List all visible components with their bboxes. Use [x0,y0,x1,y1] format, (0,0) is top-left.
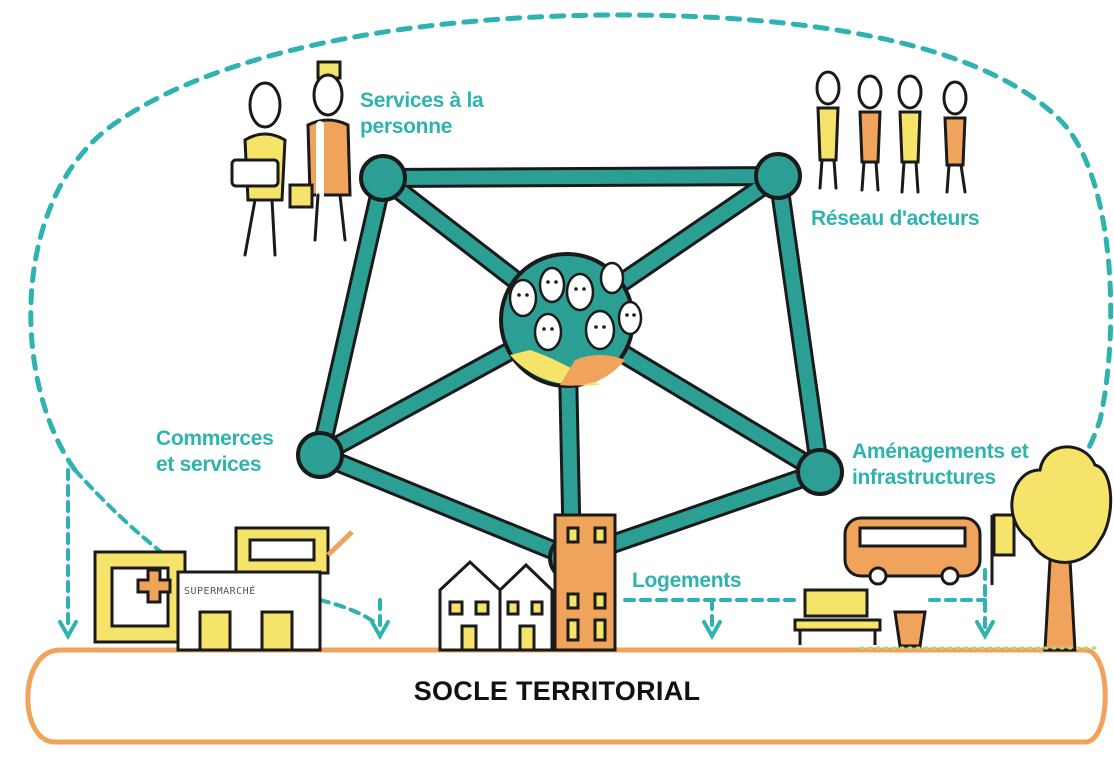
label-amenagements-line1: Aménagements et [852,440,1029,463]
bus-icon [843,516,982,586]
bench-icon [793,588,882,645]
node-amenagements [796,448,844,496]
person-icon [230,81,287,257]
actors-icon [815,70,968,194]
crowd-icon [499,252,643,388]
label-services: Services à la personne [360,88,484,140]
label-commerces: Commerces et services [156,426,274,478]
bus-stop-icon [990,513,1016,585]
house-icon [438,559,554,652]
supermarket-icon [176,526,354,652]
node-reseau [754,152,802,200]
label-commerces-line2: et services [156,453,262,476]
label-amenagements-line2: infrastructures [852,466,996,489]
node-commerces [296,431,344,479]
supermarket-sign: SUPERMARCHÉ [184,586,256,597]
label-logements-line1: Logements [632,569,742,592]
arrow-heads [58,620,995,641]
label-reseau: Réseau d'acteurs [811,206,980,232]
label-commerces-line1: Commerces [156,427,274,450]
socle-territorial-base [25,647,1108,745]
socle-territorial-label: SOCLE TERRITORIAL [413,676,701,706]
trash-bin-icon [893,610,927,648]
label-services-line1: Services à la [360,89,484,112]
tree-icon [1010,445,1113,652]
label-amenagements: Aménagements et infrastructures [852,439,1029,491]
label-reseau-line1: Réseau d'acteurs [811,207,980,230]
doctor-icon [288,60,352,242]
node-services [359,154,407,202]
label-services-line2: personne [360,115,453,138]
building-icon [553,513,617,652]
pharmacy-icon [93,550,187,644]
outer-dashed-loop [28,12,1114,478]
label-logements: Logements [632,568,742,594]
